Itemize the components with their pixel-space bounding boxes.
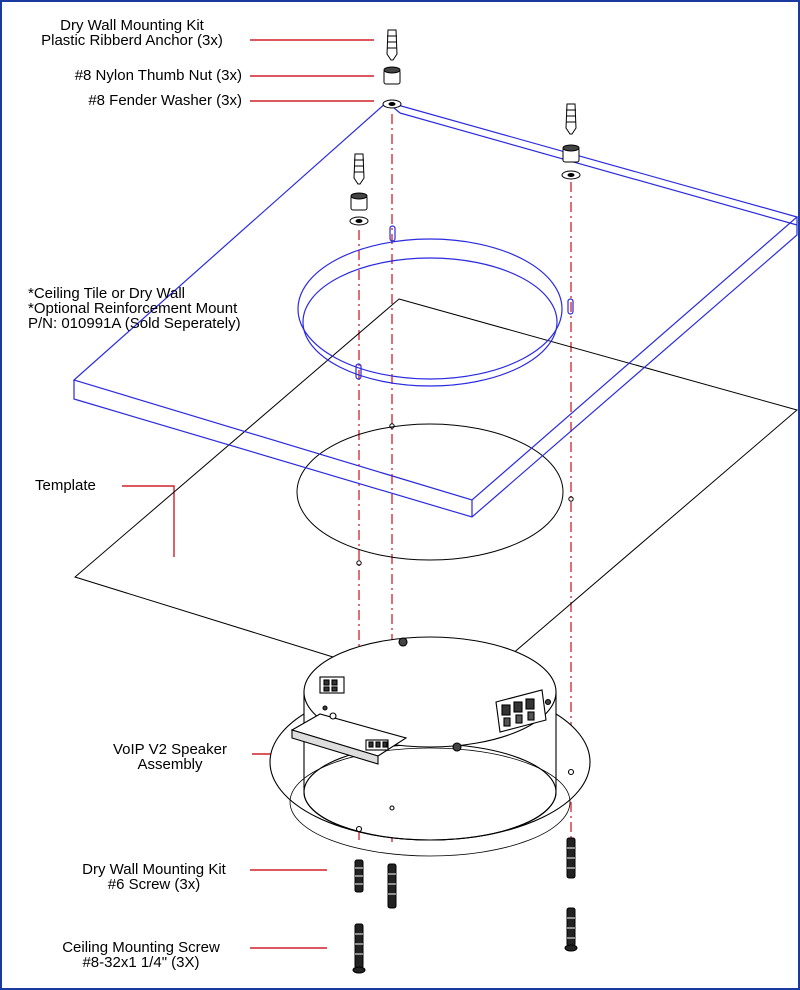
thumb-nut-center xyxy=(383,66,401,85)
leader-template xyxy=(122,485,175,557)
panel-cutout-upper xyxy=(297,238,563,380)
screw6-left xyxy=(354,859,364,893)
label-ceiling-line1: *Ceiling Tile or Dry Wall xyxy=(28,285,185,302)
thumb-nut-left xyxy=(350,192,368,211)
screw6-center xyxy=(387,863,397,909)
label-screw6-line1: Dry Wall Mounting Kit xyxy=(82,861,226,878)
label-speaker: VoIP V2 Speaker Assembly xyxy=(92,742,248,772)
bracket-tab xyxy=(290,713,408,765)
label-screw6-line2: #6 Screw (3x) xyxy=(107,876,201,893)
screw6-right xyxy=(566,837,576,879)
washer-center xyxy=(382,99,402,109)
label-anchor-line1: Dry Wall Mounting Kit xyxy=(60,17,204,34)
ceiling-screw-right xyxy=(564,907,578,952)
label-ceiling-line2: *Optional Reinforcement Mount xyxy=(28,300,238,317)
thumb-nut-right xyxy=(562,144,580,163)
leader-lines xyxy=(122,39,374,949)
washer-left xyxy=(349,216,369,226)
label-thumb-nut: #8 Nylon Thumb Nut (3x) xyxy=(74,67,242,84)
label-screw6: Dry Wall Mounting Kit #6 Screw (3x) xyxy=(62,862,246,892)
ceiling-screw-left xyxy=(352,923,366,974)
slot-left xyxy=(355,363,362,380)
anchor-center xyxy=(386,29,398,61)
anchor-left xyxy=(353,153,365,185)
bottom-screws xyxy=(352,837,578,974)
anchor-right xyxy=(565,103,577,135)
label-ceiling-screw: Ceiling Mounting Screw #8-32x1 1/4" (3X) xyxy=(38,940,244,970)
label-ceiling-line3: P/N: 010991A (Sold Seperately) xyxy=(28,315,241,332)
label-washer: #8 Fender Washer (3x) xyxy=(88,92,242,109)
speaker-top-face xyxy=(303,636,557,748)
connector-left xyxy=(319,676,345,694)
label-anchor: Dry Wall Mounting Kit Plastic Ribberd An… xyxy=(16,18,248,48)
slot-center xyxy=(389,225,396,242)
label-speaker-line2: Assembly xyxy=(137,756,203,773)
washer-right xyxy=(561,170,581,180)
ceiling-tile-panel xyxy=(72,101,798,518)
label-anchor-line2: Plastic Ribberd Anchor (3x) xyxy=(41,32,223,49)
speaker-assembly xyxy=(269,636,591,857)
label-template: Template xyxy=(35,477,96,494)
hardware-top xyxy=(349,29,581,226)
slot-right xyxy=(567,298,574,315)
label-speaker-line1: VoIP V2 Speaker xyxy=(113,741,227,758)
label-ceiling-screw-line2: #8-32x1 1/4" (3X) xyxy=(82,954,200,971)
template-cutout-circle xyxy=(296,423,564,561)
connector-right xyxy=(495,689,547,733)
label-ceiling: *Ceiling Tile or Dry Wall *Optional Rein… xyxy=(28,286,241,331)
label-ceiling-screw-line1: Ceiling Mounting Screw xyxy=(62,939,220,956)
panel-cutout-lower xyxy=(302,257,558,387)
